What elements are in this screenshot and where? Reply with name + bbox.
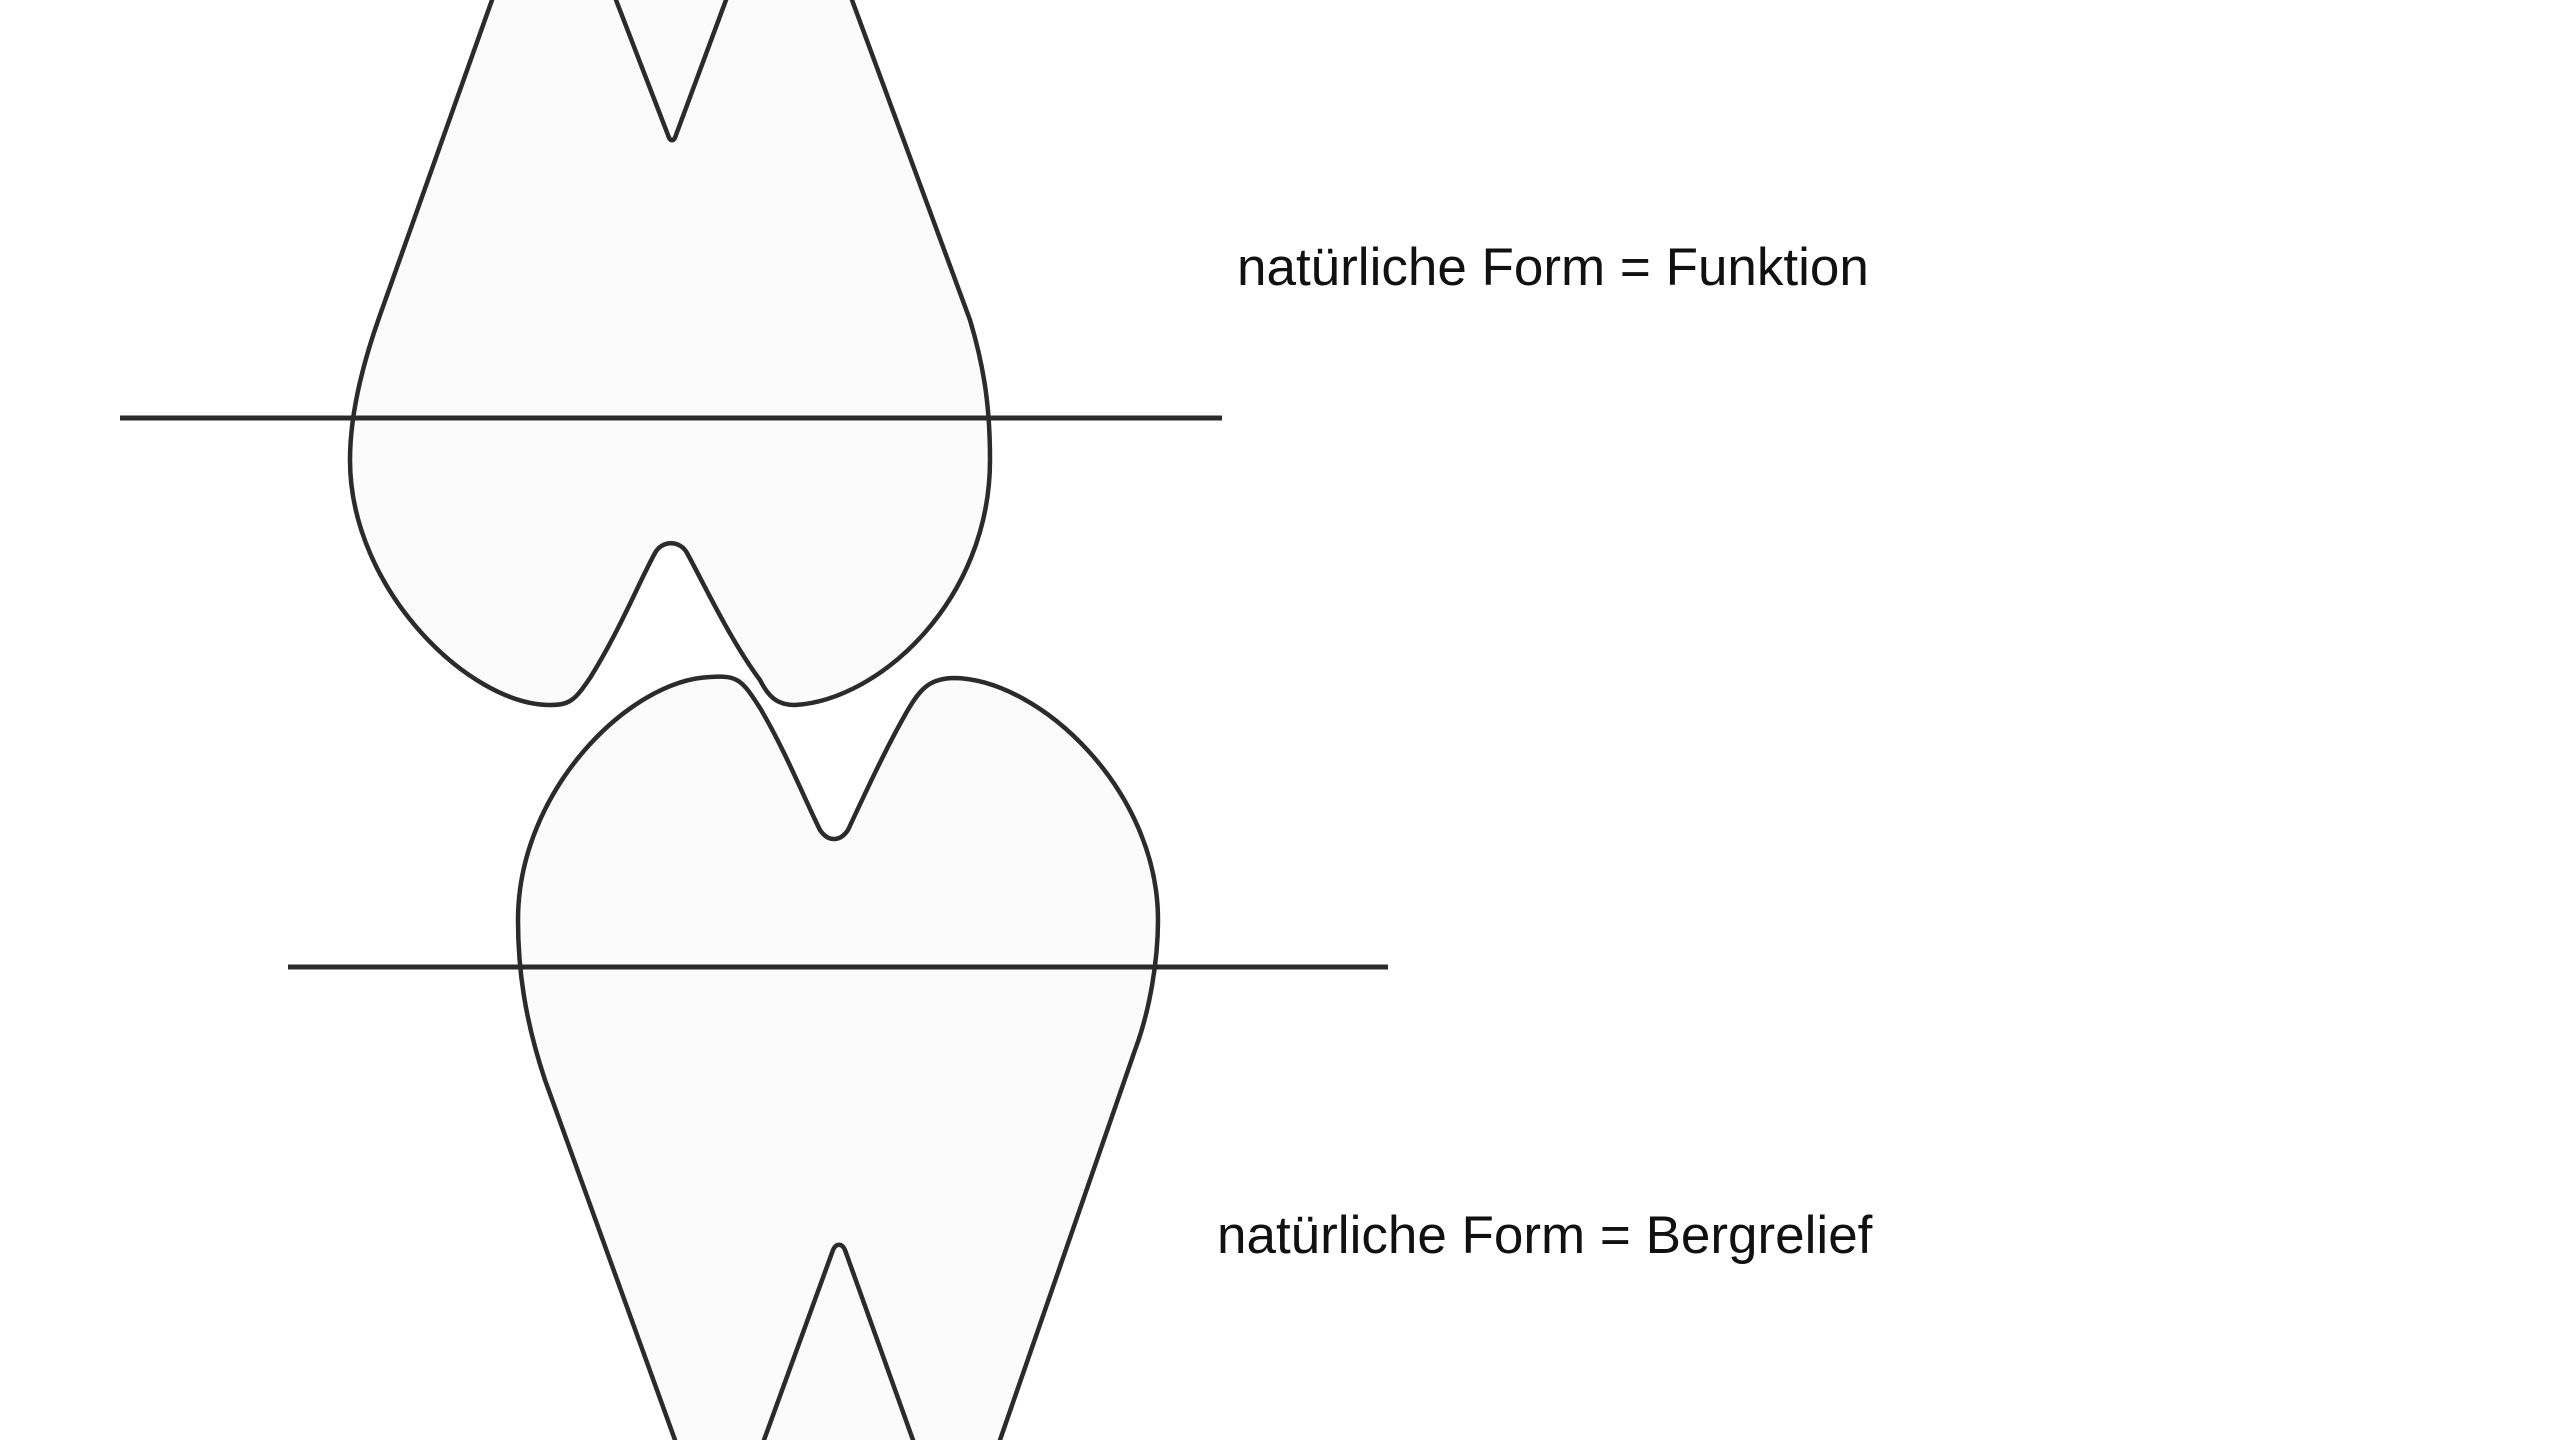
- lower-caption: natürliche Form = Bergrelief: [1217, 1206, 1873, 1265]
- lower-root-furcation: [761, 1242, 916, 1440]
- upper-tooth: [347, 0, 993, 708]
- upper-root-furcation: [613, 0, 729, 143]
- upper-caption: natürliche Form = Funktion: [1237, 238, 1869, 297]
- lower-tooth: [515, 674, 1161, 1440]
